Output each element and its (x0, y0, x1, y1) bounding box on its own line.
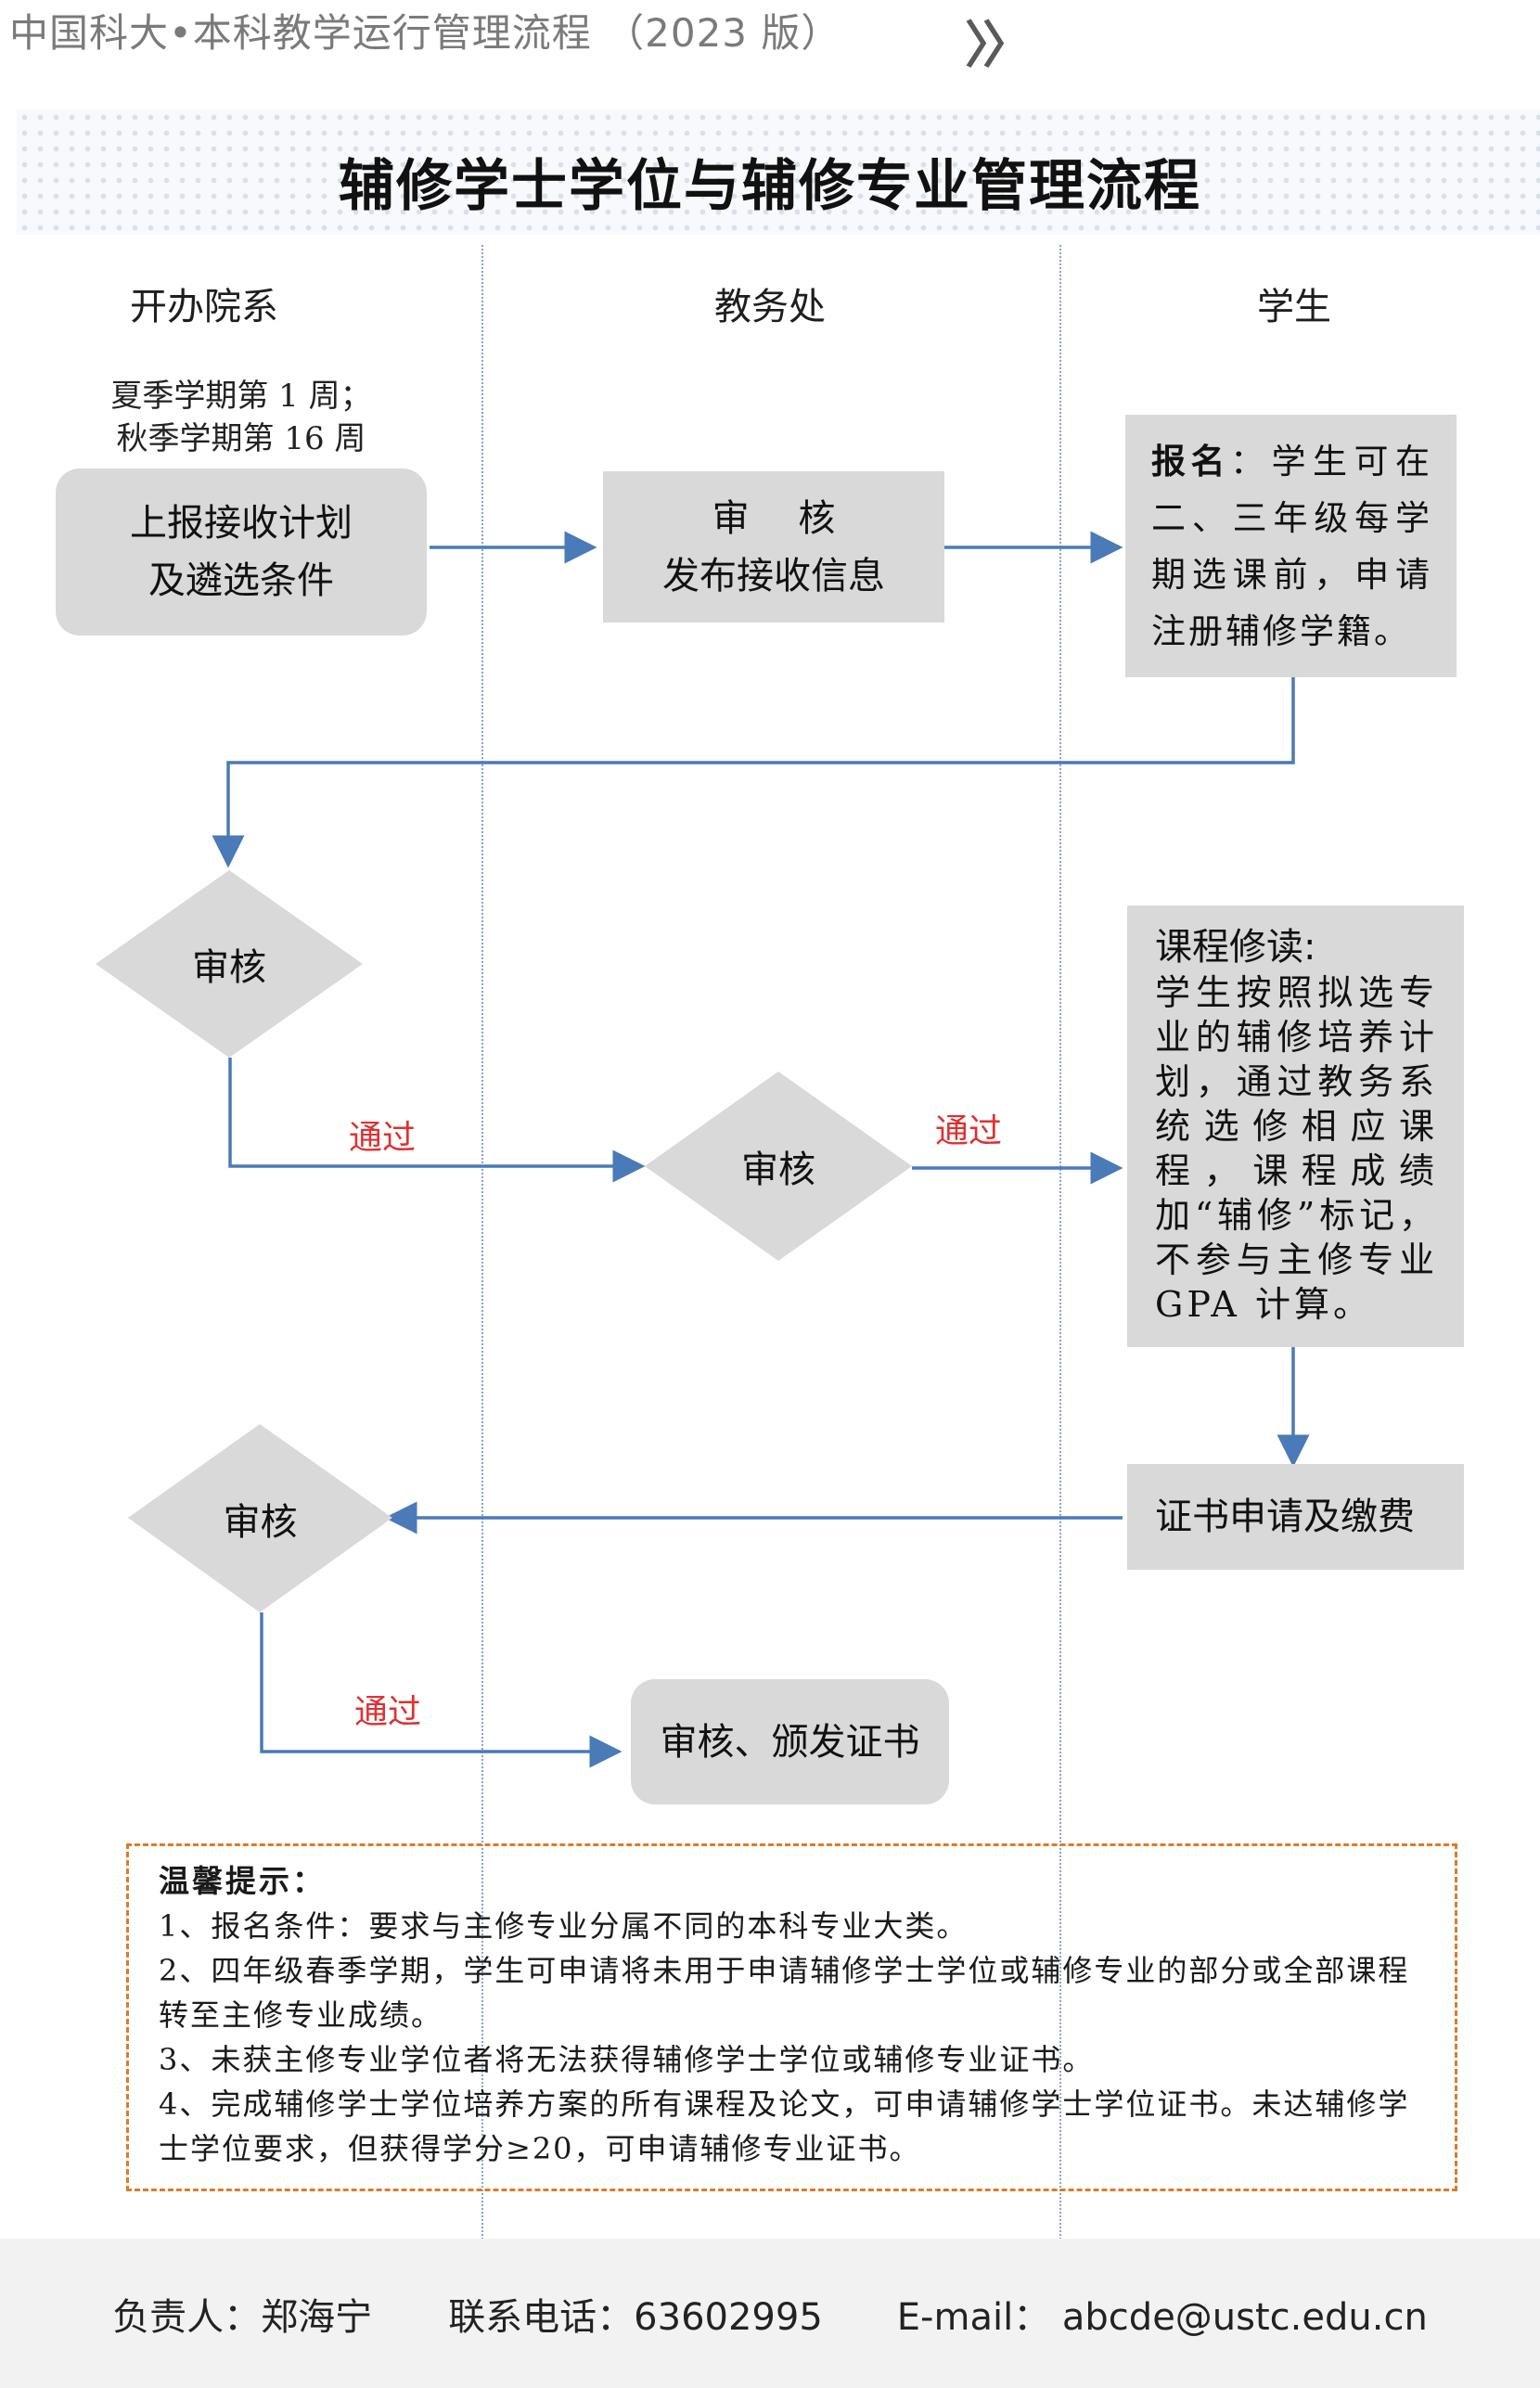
chevron-right-icon: 〉〉 (965, 16, 1033, 74)
node-review1-label: 审核 (192, 946, 266, 989)
footer-person: 负责人：郑海宁 (112, 2295, 373, 2339)
edge-label-pass1: 通过 (349, 1119, 417, 1157)
node-submit-plan-line1: 上报接收计划 (130, 502, 353, 545)
page-title: 辅修学士学位与辅修专业管理流程 (339, 154, 1201, 219)
node-register: 报名：学生可在二、三年级每学期选课前，申请注册辅修学籍。 (1125, 415, 1457, 677)
node-review3-label: 审核 (223, 1500, 298, 1544)
footer: 负责人：郑海宁 联系电话：63602995 E-mail： abcde@ustc… (0, 2239, 1540, 2388)
arrow-review3-to-issue (260, 1612, 622, 1768)
lane-divider-2 (1059, 245, 1061, 2240)
lane-divider-1 (481, 245, 483, 2240)
diamond-shape (96, 870, 363, 1058)
tips-item-3: 3、未获主修专业学位者将无法获得辅修学士学位或辅修专业证书。 (159, 2042, 1095, 2077)
edge-label-pass2: 通过 (935, 1112, 1003, 1150)
tips-title: 温馨提示： (159, 1863, 326, 1899)
column-header-student: 学生 (1257, 286, 1331, 328)
title-banner-background (17, 109, 1540, 235)
node-coursework-text: 学生按照拟选专业的辅修培养计划，通过教务系统选修相应课程，课程成绩加“辅修”标记… (1155, 972, 1438, 1325)
node-issue-certificate: 审核、颁发证书 (631, 1679, 949, 1804)
node-issue-certificate-label: 审核、颁发证书 (660, 1720, 920, 1764)
diamond-shape (645, 1072, 912, 1261)
arrow-register-to-review1 (212, 677, 1295, 868)
node-register-text: ：学生可在二、三年级每学期选课前，申请注册辅修学籍。 (1151, 442, 1432, 651)
header-title: 中国科大•本科教学运行管理流程 （2023 版） (9, 10, 841, 56)
timing-note-line2: 秋季学期第 16 周 (116, 420, 366, 457)
node-submit-plan: 上报接收计划 及遴选条件 (56, 469, 427, 636)
node-review1: 审核 (96, 870, 363, 1058)
tips-item-4: 4、完成辅修学士学位培养方案的所有课程及论文，可申请辅修学士学位证书。未达辅修学… (159, 2086, 1410, 2166)
node-certificate-apply: 证书申请及缴费 (1127, 1464, 1464, 1570)
node-review2: 审核 (645, 1072, 912, 1261)
node-review-publish-line1: 审 核 (712, 496, 836, 540)
timing-note: 夏季学期第 1 周； 秋季学期第 16 周 (83, 375, 399, 460)
tips-item-2: 2、四年级春季学期，学生可申请将未用于申请辅修学士学位或辅修专业的部分或全部课程… (159, 1953, 1410, 2033)
node-review-publish: 审 核 发布接收信息 (603, 471, 944, 623)
arrow-review1-to-review2 (228, 1058, 646, 1183)
column-header-department: 开办院系 (130, 286, 278, 328)
node-submit-plan-line2: 及遴选条件 (148, 559, 334, 602)
node-certificate-apply-label: 证书申请及缴费 (1155, 1496, 1415, 1538)
timing-note-line1: 夏季学期第 1 周； (110, 378, 372, 415)
node-coursework: 课程修读: 学生按照拟选专业的辅修培养计划，通过教务系统选修相应课程，课程成绩加… (1127, 905, 1464, 1347)
node-review-publish-line2: 发布接收信息 (662, 554, 885, 597)
footer-email: E-mail： abcde@ustc.edu.cn (896, 2295, 1428, 2339)
diamond-shape (128, 1424, 392, 1612)
edge-label-pass3: 通过 (354, 1693, 422, 1731)
tips-item-1: 1、报名条件：要求与主修专业分属不同的本科专业大类。 (159, 1908, 969, 1944)
node-review3: 审核 (128, 1424, 392, 1612)
node-coursework-heading: 课程修读: (1155, 926, 1316, 969)
column-header-academic-affairs: 教务处 (714, 286, 826, 328)
node-review2-label: 审核 (741, 1149, 815, 1191)
footer-phone: 联系电话：63602995 (448, 2295, 823, 2339)
tips-box: 温馨提示： 1、报名条件：要求与主修专业分属不同的本科专业大类。 2、四年级春季… (126, 1843, 1457, 2191)
node-register-bold: 报名 (1151, 442, 1230, 481)
